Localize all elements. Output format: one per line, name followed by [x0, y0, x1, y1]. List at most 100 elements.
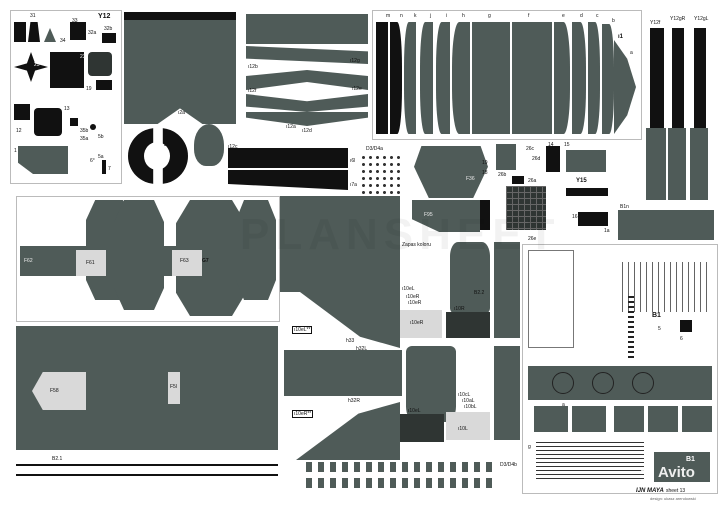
part-cross — [480, 200, 490, 230]
strip-label-2: k — [414, 13, 417, 19]
strip-c — [588, 22, 600, 134]
part-l10l-grid — [400, 414, 444, 442]
part-h32 — [284, 350, 402, 396]
part-b — [614, 406, 644, 432]
label-zapas: Zapas koloru — [402, 242, 431, 248]
label-5b: 5b — [98, 134, 104, 140]
deck-pad-f63 — [172, 250, 202, 276]
dash-column — [628, 296, 634, 360]
part-35 — [70, 118, 78, 126]
part-l7a — [228, 170, 348, 190]
label-l12f: ı12f — [248, 88, 257, 94]
label-b1n: B1n — [620, 204, 629, 210]
label-l10r-b: ı10eR — [410, 320, 424, 326]
b1-port-1 — [552, 372, 574, 394]
part-l2a-top — [124, 12, 236, 20]
label-32a: 32a — [88, 30, 97, 36]
strip-f — [512, 22, 552, 134]
g-bars — [536, 442, 644, 482]
label-b1b: B1 — [686, 456, 695, 463]
label-34: 34 — [60, 38, 66, 44]
part-a2 — [572, 406, 606, 432]
right-panel — [522, 244, 718, 494]
part-seat-top — [450, 242, 490, 314]
label-b22: B2.2 — [474, 290, 485, 296]
strip-label-7: f — [528, 13, 530, 19]
deck-pad-f61 — [76, 250, 106, 276]
label-l6l: ı6l — [350, 158, 356, 164]
label-l12a: ı12a — [286, 124, 296, 130]
part-26a — [512, 176, 524, 184]
avito-dots-icon — [640, 466, 656, 480]
part-13 — [34, 108, 62, 136]
part-b22-strip — [494, 242, 520, 338]
hull-strips-panel — [372, 10, 642, 140]
label-f95: F95 — [424, 212, 433, 218]
label-1a: 1a — [604, 228, 610, 234]
strip-e — [554, 22, 570, 134]
part-y12f — [650, 28, 664, 128]
part-l2a — [124, 12, 236, 124]
part-b21-a — [16, 464, 278, 466]
label-26c: 26c — [526, 146, 535, 152]
label-h33: h33 — [346, 338, 355, 344]
part-f51 — [168, 372, 180, 404]
label-23: 23 — [80, 54, 86, 60]
label-l10el4: ı10eR** — [292, 410, 314, 418]
part-l6l — [228, 148, 348, 168]
cone-row-1 — [306, 462, 498, 472]
label-l5: L5 — [164, 142, 170, 148]
part-y12gl — [694, 28, 706, 128]
part-7 — [102, 160, 106, 174]
label-g7: G7 — [202, 258, 209, 264]
label-13: 13 — [64, 106, 70, 112]
b1-port-3 — [632, 372, 654, 394]
label-6n: 6 — [680, 336, 683, 342]
strip-label-5: h — [462, 13, 465, 19]
label-32b: 32b — [104, 26, 113, 32]
strip-d — [572, 22, 586, 134]
part-f36 — [414, 146, 488, 198]
label-l2a: ı2a — [178, 110, 185, 116]
strip-label-0: m — [386, 13, 391, 19]
label-l10el3: ı10eL — [408, 408, 421, 414]
label-l10el2: ı10eL** — [292, 326, 313, 334]
part-y12gl-b — [690, 128, 708, 200]
strip-label-3: j — [430, 13, 432, 19]
label-35a: 35a — [80, 136, 89, 142]
avito-watermark: Avito — [640, 460, 714, 486]
deck-panel — [16, 196, 280, 322]
label-19b: 19 — [482, 160, 488, 166]
label-y12gr: Y12gR — [670, 16, 686, 22]
part-l12f — [246, 70, 368, 90]
label-f36: F36 — [466, 176, 475, 182]
part-hex-grid — [88, 52, 112, 76]
label-l12c: ı12c — [228, 144, 238, 150]
label-a: a — [562, 402, 565, 408]
part-ring-hole — [144, 142, 170, 170]
label-l10er2: ı10eR — [408, 300, 422, 306]
label-l7a: ı7a — [350, 182, 357, 188]
part-23 — [50, 52, 84, 88]
strip-label-9: d — [580, 13, 583, 19]
footer-designer: design: ukasz arendowski — [650, 496, 696, 501]
label-16: 16 — [572, 214, 578, 220]
part-31b — [28, 22, 40, 42]
strip-n — [376, 22, 388, 134]
label-l10cl: ı10cL — [458, 392, 471, 398]
strip-label-6: g — [488, 13, 491, 19]
deck-arm-far — [236, 200, 276, 300]
label-1: 1 — [14, 148, 17, 154]
label-19: 19 — [86, 86, 92, 92]
deck-arm-mid — [114, 200, 164, 310]
label-l10l: ı10L — [458, 426, 468, 432]
footer-sheet: sheet 13 — [666, 488, 686, 494]
part-y12gr-b — [668, 128, 686, 200]
part-b1-box — [680, 320, 692, 332]
label-25: 25 — [34, 62, 40, 68]
label-26e: 26e — [528, 236, 537, 242]
part-circles — [528, 250, 574, 348]
part-5b — [90, 124, 96, 130]
part-33 — [70, 22, 86, 40]
part-15 — [566, 150, 606, 172]
